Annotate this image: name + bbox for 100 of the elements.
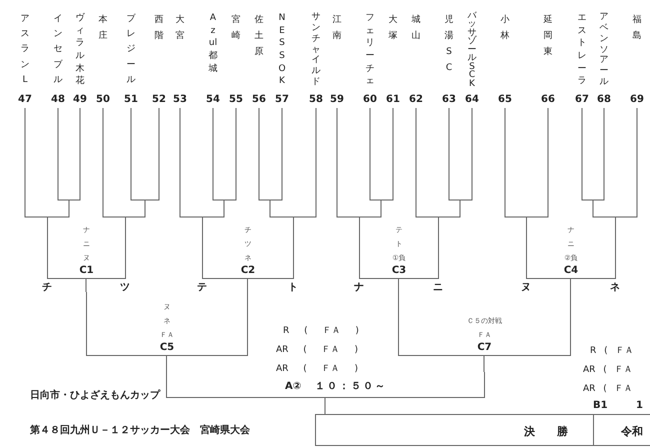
team-name: インセブル [53, 13, 63, 87]
match-code: C7 [477, 342, 492, 354]
kickoff-time: １０：５０～ [315, 381, 388, 393]
slot-letter: ナ [354, 281, 364, 294]
bracket-line [336, 108, 360, 218]
bracket-line [438, 108, 472, 218]
team-name: エストレーラ [577, 12, 587, 88]
match-code: C3 [392, 265, 406, 277]
slot-letter: テ [197, 281, 207, 294]
team-name: フェリーチェ [365, 12, 375, 88]
slot-letter: ツ [120, 281, 130, 294]
team-name: 大塚 [388, 14, 398, 43]
bracket-box [47, 217, 126, 279]
seed-number: 56 [251, 94, 267, 105]
seed-number: 54 [205, 94, 221, 105]
team-name: アベンソアール [599, 12, 609, 88]
bracket-line [270, 108, 294, 218]
bracket-line [46, 108, 80, 218]
referee-line: R ( ＦＡ ) [283, 325, 359, 337]
team-name: 福島 [632, 14, 642, 43]
team-name: 城山 [411, 14, 421, 43]
team-name: 佐土原 [254, 14, 264, 59]
seed-number: 68 [596, 94, 612, 105]
bracket-box [202, 217, 294, 279]
seed-number: 55 [228, 94, 244, 105]
team-name: NESSOK [277, 12, 287, 88]
bracket-line [166, 356, 167, 372]
bracket-line [526, 108, 548, 218]
match-code: A② [285, 381, 302, 393]
bracket-line [180, 108, 202, 218]
bracket-box [526, 217, 616, 279]
seed-number: 47 [17, 94, 33, 105]
bracket-line [416, 108, 438, 218]
team-name: 本庄 [98, 14, 108, 43]
match-code: C5 [160, 342, 174, 354]
team-name: アスランL [20, 13, 30, 87]
team-name: 宮崎 [231, 14, 241, 43]
bracket-line [614, 108, 638, 218]
slot-letter: ヌ [521, 281, 531, 294]
seed-number: 58 [308, 94, 324, 105]
bracket-box [398, 292, 571, 356]
team-name: バッサゾールSCK [467, 12, 477, 88]
seed-number: 52 [151, 94, 167, 105]
team-name: 小林 [500, 14, 510, 43]
referee-line: AR ( ＦＡ [583, 383, 633, 395]
seed-number: 63 [441, 94, 457, 105]
bracket-box [359, 217, 439, 279]
bracket-line [24, 108, 48, 218]
header-bar [315, 414, 650, 446]
referee-line: R ( ＦＡ [590, 345, 634, 357]
bracket-line [202, 108, 236, 218]
slot-letter: ネ [610, 281, 620, 294]
slot-letter: ニ [433, 281, 443, 294]
bracket-line [504, 108, 526, 218]
referee-line: AR ( ＦＡ ) [276, 344, 358, 356]
match-code: C2 [240, 265, 256, 277]
bracket-line [592, 108, 616, 218]
seed-number: 67 [574, 94, 590, 105]
round-heading: 決勝 [524, 424, 590, 439]
match-code: B1 [593, 400, 608, 411]
bracket-line [570, 278, 571, 292]
seed-number: 48 [50, 94, 66, 105]
time-fragment: 1 [636, 400, 643, 411]
title: 第４８回九州Ｕ－１２サッカー大会 宮崎県大会 [30, 423, 250, 437]
team-name: 西階 [154, 14, 164, 43]
referee-line: AR ( ＦＡ [583, 364, 633, 376]
seed-number: 69 [629, 94, 645, 105]
referee-line: AR ( ＦＡ ) [276, 363, 358, 375]
seed-number: 62 [408, 94, 424, 105]
seed-number: 50 [95, 94, 111, 105]
seed-number: 57 [274, 94, 290, 105]
seed-number: 51 [123, 94, 139, 105]
bracket-line [324, 398, 326, 414]
bracket-line [124, 108, 160, 218]
team-name: ブレジール [126, 12, 136, 87]
bracket-box [166, 372, 485, 398]
seed-number: 59 [329, 94, 345, 105]
bracket-box [86, 292, 248, 356]
slot-letter: チ [42, 281, 52, 294]
team-name: ヴィラル木花 [75, 12, 85, 88]
seed-number: 61 [385, 94, 401, 105]
bracket-line [246, 278, 248, 292]
seed-number: 60 [362, 94, 378, 105]
team-name: 児湯SC [444, 14, 454, 75]
subtitle: 日向市・ひよざえもんカップ [30, 388, 160, 402]
bracket-line [102, 108, 126, 218]
team-name: 大宮 [175, 14, 185, 43]
match-code: C4 [564, 265, 578, 277]
team-name: Azul都城 [208, 12, 218, 76]
match-code: C1 [79, 265, 94, 277]
bracket-line [398, 278, 399, 292]
date-text: 令和 [621, 424, 643, 439]
seed-number: 53 [172, 94, 188, 105]
bracket-line [292, 108, 316, 218]
slot-letter: ト [288, 281, 298, 294]
seed-number: 66 [540, 94, 556, 105]
seed-number: 65 [497, 94, 513, 105]
team-name: 江南 [332, 14, 342, 43]
bracket-line [358, 108, 394, 218]
seed-number: 49 [72, 94, 88, 105]
